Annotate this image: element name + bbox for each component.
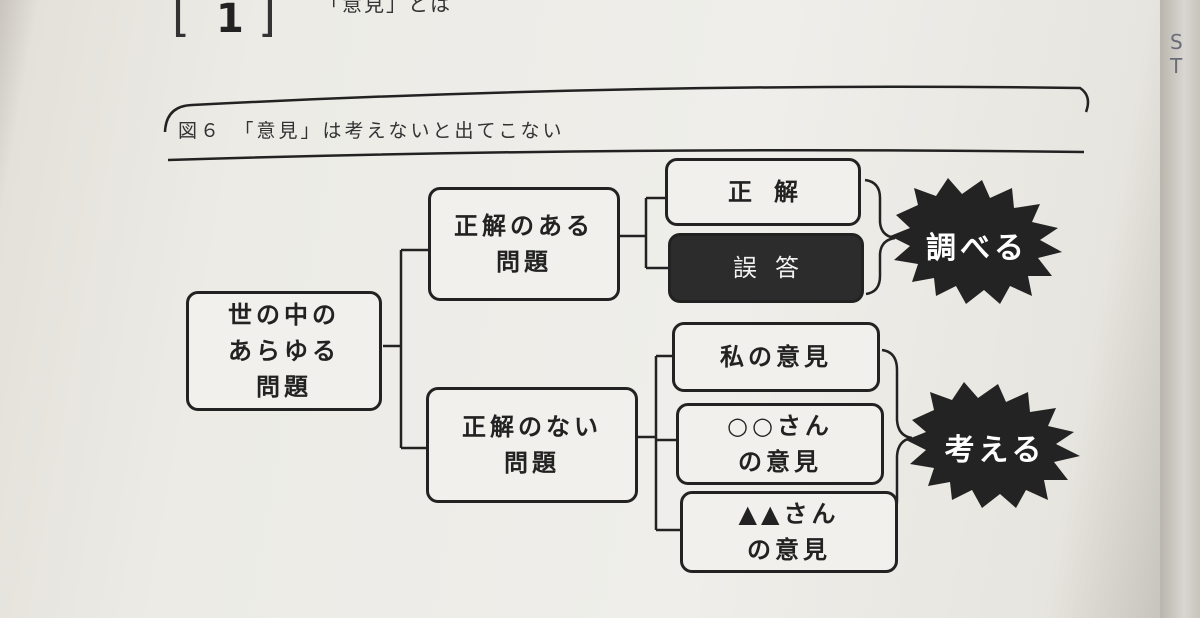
brace-1 (864, 178, 896, 296)
book-spine (1160, 0, 1200, 618)
caption-frame-bottom (167, 148, 1085, 162)
root-box: 世の中の あらゆる 問題 (186, 291, 382, 411)
action-label-research: 調べる (926, 231, 1028, 266)
spine-text: ST (1170, 30, 1183, 78)
running-header: 「意見」とは (320, 0, 452, 16)
leaf-wrong-answer: 誤答 (668, 233, 864, 303)
branch-box-without-answer: 正解のない 問題 (426, 387, 638, 503)
leaf-my-opinion: 私の意見 (672, 322, 880, 392)
leaf-someone-opinion: ○○さん の意見 (676, 403, 884, 485)
chapter-number: 1 (216, 0, 244, 42)
chapter-marker: [ 1 ] (172, 0, 282, 55)
starburst-2 (906, 382, 1080, 508)
leaf-correct-answer: 正解 (665, 158, 861, 226)
starburst-1 (890, 178, 1062, 304)
branch-box-with-answer: 正解のある 問題 (428, 187, 620, 301)
caption-frame-top (163, 85, 1090, 133)
action-label-think: 考える (944, 433, 1046, 468)
chapter-left-bracket: [ (172, 0, 190, 42)
chapter-right-bracket: ] (258, 0, 276, 42)
leaf-another-opinion: ▲▲さん の意見 (680, 491, 898, 573)
figure-caption: 図６ 「意見」は考えないと出てこない (178, 120, 565, 142)
